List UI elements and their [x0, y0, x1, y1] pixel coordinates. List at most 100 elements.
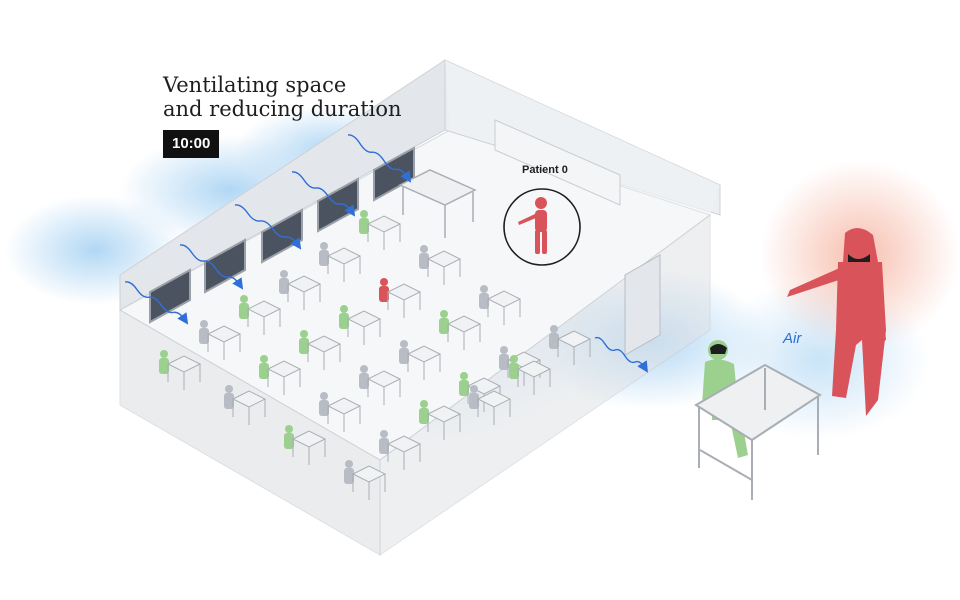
person-figure-icon [400, 340, 408, 348]
person-figure-icon [319, 400, 329, 416]
diagram-title: Ventilating space and reducing duration [163, 73, 402, 121]
desk-icon [319, 392, 362, 432]
person-figure-icon [480, 285, 488, 293]
person-figure-icon [300, 330, 308, 338]
person-figure-icon [419, 408, 429, 424]
desk-icon [359, 210, 402, 250]
desk-icon [479, 285, 522, 325]
person-figure-icon [339, 313, 349, 329]
wave-arrow-icon [291, 171, 356, 217]
person-figure-icon [359, 218, 369, 234]
person-figure-icon [199, 328, 209, 344]
person-figure-icon [380, 430, 388, 438]
person-figure-icon [379, 286, 389, 302]
desk-icon [439, 310, 482, 350]
person-figure-icon [279, 278, 289, 294]
teacher-desk [398, 169, 477, 238]
wave-arrow-icon [234, 204, 302, 250]
desk-icon [379, 278, 422, 318]
desk-icon [419, 400, 462, 440]
person-figure-icon [239, 303, 249, 319]
infected-person [787, 227, 886, 416]
wave-arrow-icon [594, 336, 648, 373]
person-figure-icon [359, 373, 369, 389]
person-figure-icon [420, 245, 428, 253]
desk-icon [319, 242, 362, 282]
person-figure-icon [284, 433, 294, 449]
person-figure-icon [420, 400, 428, 408]
wave-arrow-icon [124, 281, 189, 325]
person-figure-icon [549, 333, 559, 349]
desk-icon [159, 350, 202, 390]
person-figure-icon [439, 318, 449, 334]
wave-arrow-icon [179, 244, 244, 290]
person-figure-icon [159, 358, 169, 374]
person-figure-icon [345, 460, 353, 468]
desk-icon [339, 305, 382, 345]
desk-icon [299, 330, 342, 370]
air-label: Air [783, 330, 802, 347]
person-figure-icon [344, 468, 354, 484]
person-figure-icon [479, 293, 489, 309]
person-figure-icon [509, 363, 519, 379]
outside-student-desk [694, 340, 822, 500]
desk-icon [359, 365, 402, 405]
person-figure-icon [319, 250, 329, 266]
person-figure-icon [380, 278, 388, 286]
desk-icon [694, 363, 822, 500]
person-figure-icon [320, 392, 328, 400]
person-figure-icon [240, 295, 248, 303]
person-figure-icon [340, 305, 348, 313]
desk-icon [419, 245, 462, 285]
person-figure-icon [320, 242, 328, 250]
person-figure-icon [160, 350, 168, 358]
person-figure-icon [787, 227, 886, 416]
person-figure-icon [360, 365, 368, 373]
whiteboard [494, 119, 621, 206]
person-figure-icon [440, 310, 448, 318]
door [624, 254, 661, 356]
title-line-2: and reducing duration [163, 97, 402, 121]
person-figure-icon [259, 363, 269, 379]
person-figure-icon [399, 348, 409, 364]
desk-icon [399, 340, 442, 380]
person-figure-icon [225, 385, 233, 393]
person-figure-icon [280, 270, 288, 278]
person-figure-icon [469, 393, 479, 409]
desk-icon [279, 270, 322, 310]
person-figure-icon [200, 320, 208, 328]
desk-icon [199, 320, 242, 360]
patient-zero-highlight-ring [503, 188, 581, 266]
desk-icon [259, 355, 302, 395]
person-figure-icon [460, 372, 468, 380]
person-figure-icon [379, 438, 389, 454]
person-figure-icon [260, 355, 268, 363]
patient-zero [503, 188, 581, 266]
desk-icon [469, 385, 512, 425]
person-figure-icon [285, 425, 293, 433]
desk-icon [224, 385, 267, 425]
title-line-1: Ventilating space [163, 73, 347, 97]
student-desks [159, 210, 592, 500]
desk-icon [344, 460, 387, 500]
desk-icon [284, 425, 327, 465]
person-figure-icon [470, 385, 478, 393]
person-figure-icon [360, 210, 368, 218]
person-figure-icon [224, 393, 234, 409]
person-figure-icon [510, 355, 518, 363]
desk-icon [239, 295, 282, 335]
desk-icon [549, 325, 592, 365]
person-figure-icon [419, 253, 429, 269]
person-figure-icon [499, 354, 509, 370]
person-figure-icon [500, 346, 508, 354]
wave-arrow-icon [347, 134, 412, 183]
person-figure-icon [550, 325, 558, 333]
windows [149, 146, 415, 324]
desk-icon [379, 430, 422, 470]
patient-zero-label: Patient 0 [522, 164, 568, 176]
timer-badge: 10:00 [163, 130, 220, 158]
desk-icon [509, 355, 552, 395]
desk-icon [459, 372, 502, 412]
person-figure-icon [518, 197, 547, 254]
